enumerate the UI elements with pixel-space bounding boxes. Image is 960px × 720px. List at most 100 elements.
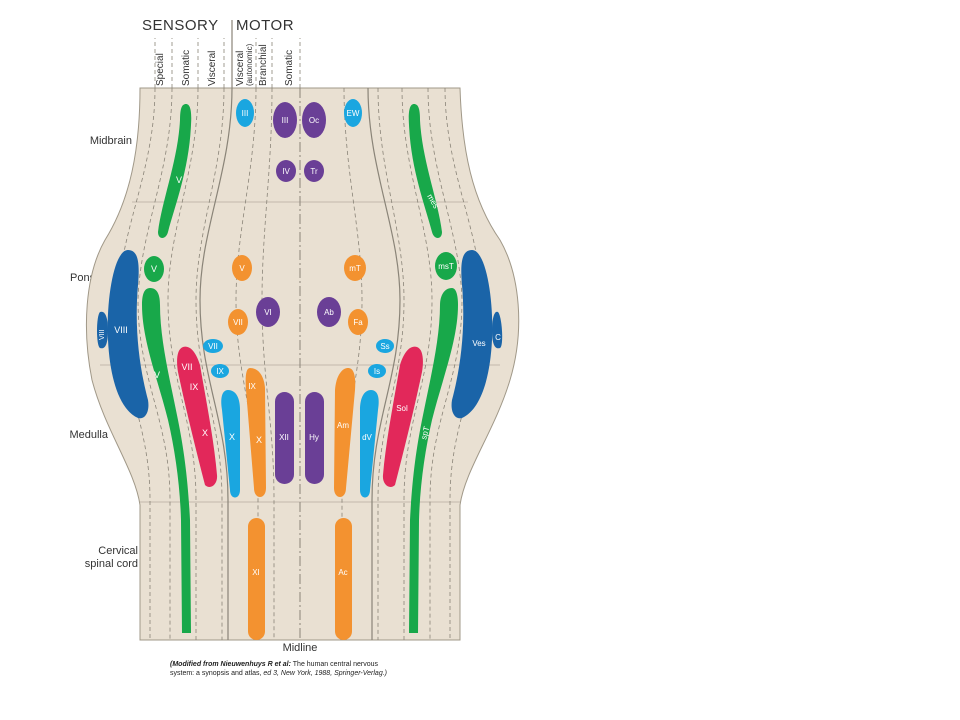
region-label-pons: Pons — [70, 272, 96, 284]
nucleus-vestibular-right — [451, 250, 493, 419]
label-is: Is — [374, 367, 380, 376]
nucleus-salivatory-vii-left — [203, 339, 223, 353]
region-label-cervical-line1: Cervical — [98, 545, 138, 557]
nucleus-oculomotor-left — [273, 102, 297, 138]
label-xii: XII — [279, 433, 289, 442]
nucleus-motor-v-left — [232, 255, 252, 281]
nucleus-vestibulocochlear-left — [107, 250, 149, 419]
citation-edition: ed 3, New York, 1988, Springer-Verlag.) — [263, 670, 387, 677]
label-spt: spT — [419, 425, 431, 440]
label-c: C — [495, 333, 501, 342]
label-am: Am — [337, 421, 349, 430]
nucleus-mesencephalic-v-left — [158, 104, 192, 238]
motor-heading: MOTOR — [236, 17, 295, 34]
nucleus-edinger-westphal-left — [236, 99, 254, 127]
brainstem-outline — [85, 87, 520, 641]
label-vi: VI — [264, 308, 272, 317]
nucleus-superior-salivatory-right — [376, 339, 394, 353]
nucleus-spinal-v-right — [409, 288, 458, 633]
nucleus-ambiguus-left — [245, 368, 266, 497]
column-headers: Special Somatic Visceral Visceral (auton… — [155, 43, 295, 86]
nucleus-principal-v-right — [435, 252, 457, 280]
citation-title-part2: system: a synopsis and atlas, — [170, 670, 264, 677]
region-label-cervical-line2: spinal cord — [84, 558, 138, 570]
column-dividers-solid — [199, 20, 401, 640]
nucleus-hypoglossal-right — [305, 392, 324, 484]
label-left-v-long: V — [154, 370, 160, 380]
label-left-vii-blue: VII — [208, 342, 218, 351]
label-left-viii-edge: VIII — [99, 329, 106, 340]
nucleus-accessory-left — [248, 518, 265, 640]
label-v-orange: V — [239, 264, 245, 273]
nucleus-inferior-salivatory-right — [368, 364, 386, 378]
sensory-heading: SENSORY — [142, 17, 219, 34]
nucleus-dorsal-vagal-right — [360, 390, 379, 498]
label-xi: XI — [252, 568, 260, 577]
label-ves: Ves — [472, 339, 485, 348]
nucleus-oculomotor-right — [302, 102, 326, 138]
label-left-x-red: X — [202, 428, 208, 438]
label-mt: mT — [349, 264, 361, 273]
nucleus-facial-right — [348, 309, 368, 335]
nucleus-mesencephalic-v-right — [408, 104, 442, 238]
label-ew: EW — [347, 109, 360, 118]
col-label-visceral-motor: Visceral — [235, 51, 246, 86]
label-fa: Fa — [353, 318, 363, 327]
col-label-branchial: Branchial — [258, 44, 269, 86]
label-ss: Ss — [380, 342, 389, 351]
col-label-special: Special — [155, 53, 166, 86]
column-dividers-dashed — [117, 38, 483, 640]
nucleus-accessory-right — [335, 518, 352, 640]
nucleus-trochlear-left — [276, 160, 296, 182]
nucleus-solitary-left — [177, 346, 218, 487]
label-ac: Ac — [338, 568, 347, 577]
nucleus-salivatory-ix-left — [211, 364, 229, 378]
label-iii-blue: III — [242, 109, 249, 118]
label-left-ix-red: IX — [190, 382, 199, 392]
col-label-autonomic: (autonomic) — [245, 43, 254, 86]
citation: (Modified from Nieuwenhuys R et al: The … — [170, 660, 460, 678]
nucleus-principal-v-left — [144, 256, 164, 282]
col-label-somatic-motor: Somatic — [284, 50, 295, 86]
region-label-medulla: Medulla — [69, 429, 108, 441]
label-iii-purple: III — [282, 116, 289, 125]
nucleus-trochlear-right — [304, 160, 324, 182]
nucleus-dorsal-vagal-left — [221, 390, 240, 498]
col-label-visceral: Visceral — [207, 51, 218, 86]
region-label-cervical: Cervical spinal cord — [60, 545, 138, 571]
label-vii-orange: VII — [233, 318, 243, 327]
label-left-viii: VIII — [114, 325, 128, 335]
label-oc: Oc — [309, 116, 319, 125]
col-label-somatic-sensory: Somatic — [181, 50, 192, 86]
label-left-vii-red: VII — [181, 362, 192, 372]
nucleus-edinger-westphal-right — [344, 99, 362, 127]
label-tr: Tr — [310, 167, 318, 176]
citation-authors: (Modified from Nieuwenhuys R et al: — [170, 661, 291, 668]
nucleus-solitary-right — [382, 346, 423, 487]
label-left-v-tall: V — [176, 175, 182, 185]
label-left-v-small: V — [151, 264, 157, 274]
nucleus-hypoglossal-left — [275, 392, 294, 484]
citation-line1: (Modified from Nieuwenhuys R et al: The … — [170, 660, 460, 669]
nucleus-abducens-right — [317, 297, 341, 327]
label-sol: Sol — [396, 404, 408, 413]
midline-label: Midline — [282, 642, 318, 654]
label-left-x-blue: X — [229, 432, 235, 442]
label-mst: msT — [438, 262, 454, 271]
nucleus-facial-left — [228, 309, 248, 335]
label-left-ix-blue: IX — [216, 367, 224, 376]
label-ix-orange: IX — [248, 382, 256, 391]
citation-title-part1: The human central nervous — [290, 661, 378, 668]
label-hy: Hy — [309, 433, 319, 442]
nucleus-motor-v-right — [344, 255, 366, 281]
nucleus-cochlear-left — [97, 311, 108, 349]
nucleus-cochlear-right — [492, 311, 503, 349]
nucleus-spinal-v-left — [142, 288, 191, 633]
label-ab: Ab — [324, 308, 334, 317]
region-label-midbrain: Midbrain — [89, 135, 132, 147]
nucleus-abducens-left — [256, 297, 280, 327]
label-x-orange: X — [256, 435, 262, 445]
citation-line2: system: a synopsis and atlas, ed 3, New … — [170, 669, 460, 678]
nucleus-ambiguus-right — [334, 368, 356, 497]
